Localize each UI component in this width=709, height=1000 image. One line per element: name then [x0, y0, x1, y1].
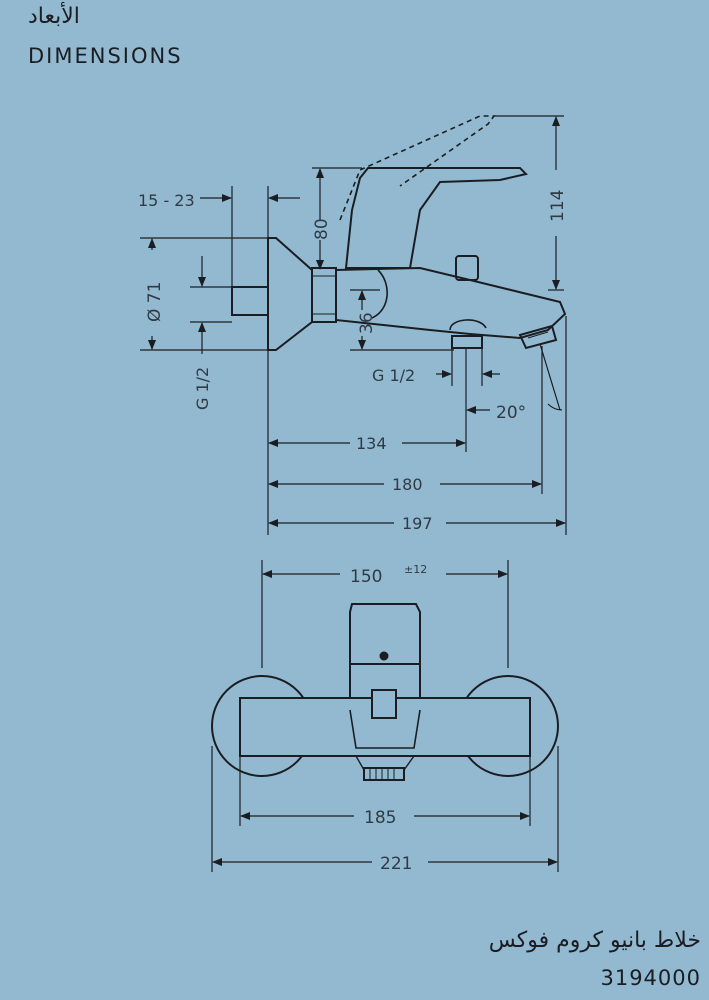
- lever-open-position: [339, 115, 496, 221]
- dim-length-180: 180: [392, 475, 423, 494]
- dim-length-197: 197: [402, 514, 433, 533]
- title-dimensions: DIMENSIONS: [28, 44, 183, 68]
- dim-diameter-71: Ø 71: [145, 282, 165, 322]
- dim-tolerance: ±12: [404, 563, 427, 576]
- title-arabic: الأبعاد: [28, 4, 80, 29]
- dim-angle-20: 20°: [496, 403, 526, 423]
- front-view: [211, 603, 559, 781]
- dim-wall-range: 15 - 23: [138, 191, 195, 210]
- side-view: [231, 115, 567, 351]
- dim-width-150: 150: [350, 567, 382, 587]
- dim-height-114: 114: [548, 190, 568, 222]
- dim-spout-36: 36: [357, 312, 377, 334]
- aerator-front: [363, 767, 405, 781]
- wall-connector: [231, 286, 269, 316]
- product-code: 3194000: [600, 966, 701, 990]
- dim-width-221: 221: [380, 854, 412, 874]
- lever-handle: [344, 167, 528, 269]
- product-name: خلاط بانيو كروم فوكس: [488, 928, 701, 953]
- diverter-knob: [455, 255, 479, 281]
- dim-g-half-vertical: G 1/2: [193, 367, 212, 410]
- aerator: [518, 324, 558, 350]
- escutcheon-flange: [267, 237, 313, 351]
- diverter-front: [371, 689, 397, 719]
- dim-length-134: 134: [356, 434, 387, 453]
- dim-g-half-horizontal: G 1/2: [372, 366, 415, 385]
- dim-width-185: 185: [364, 808, 396, 828]
- outlet-nut: [451, 335, 483, 349]
- dim-height-80: 80: [312, 218, 332, 240]
- mixer-body: [335, 266, 567, 340]
